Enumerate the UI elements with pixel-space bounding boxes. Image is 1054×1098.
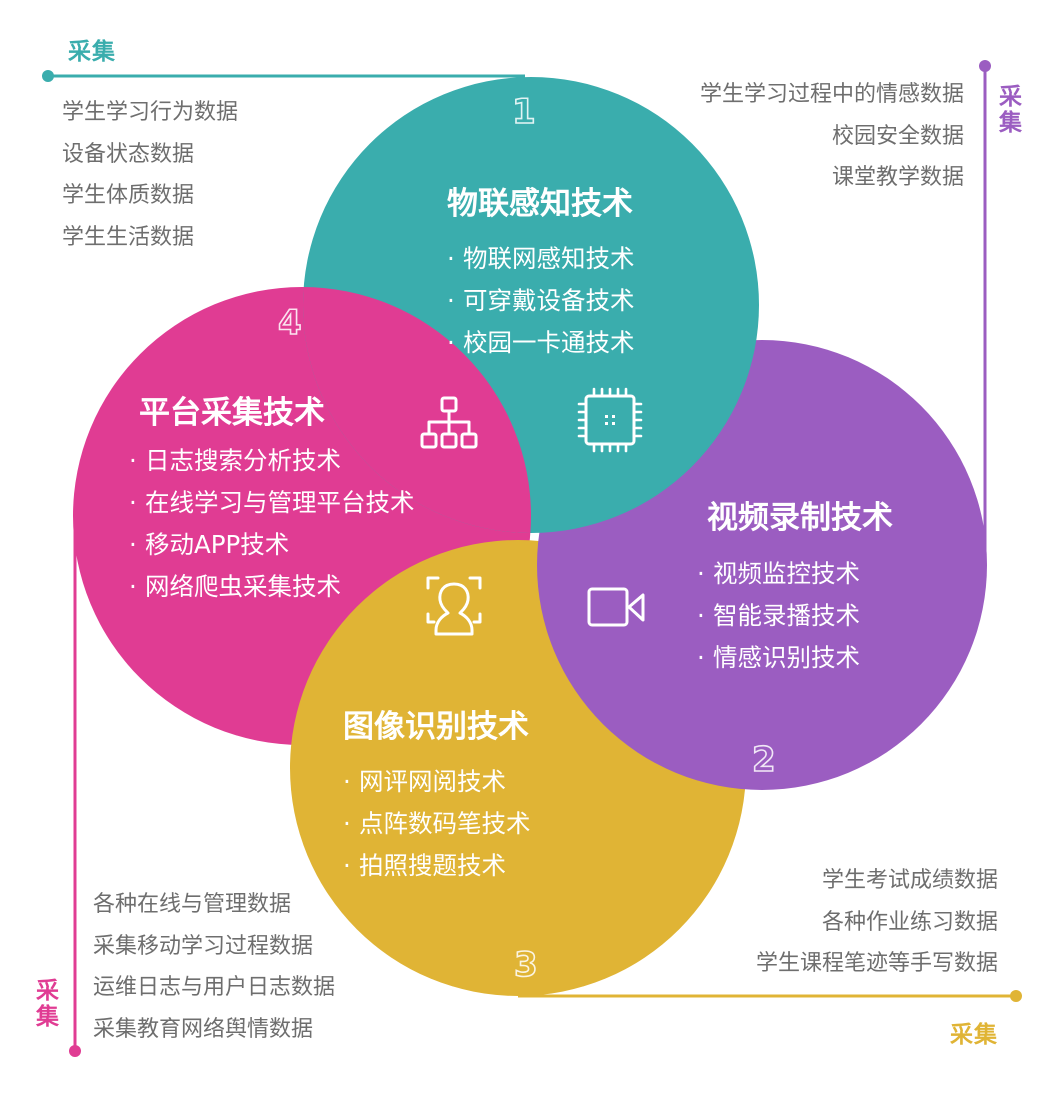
circle-item: ·网络爬虫采集技术	[129, 572, 341, 601]
data-list-bottom-right: 学生考试成绩数据 各种作业练习数据 学生课程笔迹等手写数据	[756, 860, 998, 985]
purple-connector-dot	[979, 60, 991, 72]
circle-item: ·日志搜索分析技术	[129, 446, 341, 475]
data-item: 学生学习行为数据	[62, 100, 239, 125]
data-item: 学生生活数据	[62, 224, 195, 250]
data-list-top-right: 学生学习过程中的情感数据 校园安全数据 课堂教学数据	[700, 74, 964, 199]
teal-connector-dot	[42, 70, 54, 82]
connector-lines	[42, 60, 1022, 1057]
yellow-connector-dot	[1010, 990, 1022, 1002]
chip-icon	[577, 387, 643, 453]
circle-item: ·智能录播技术	[697, 601, 860, 630]
circle-item: ·网评网阅技术	[343, 767, 506, 796]
data-item: 学生考试成绩数据	[821, 868, 998, 893]
data-item: 运维日志与用户日志数据	[93, 975, 336, 1000]
collect-label-bottom-right: 采集	[950, 1022, 998, 1048]
data-item: 课堂教学数据	[831, 165, 964, 190]
data-item: 各种作业练习数据	[821, 909, 998, 935]
circle-title-3: 图像识别技术	[343, 709, 529, 745]
face-scan-icon	[426, 576, 482, 636]
circle-items-2: ·视频监控技术 ·智能录播技术 ·情感识别技术	[697, 553, 860, 679]
data-item: 学生学习过程中的情感数据	[699, 82, 964, 107]
circle-title-2: 视频录制技术	[707, 500, 893, 536]
circle-item: ·可穿戴设备技术	[447, 286, 635, 315]
circle-number-4: 4	[277, 302, 302, 344]
org-chart-icon	[420, 396, 478, 449]
data-item: 校园安全数据	[831, 123, 964, 149]
circle-item: ·移动APP技术	[129, 530, 290, 559]
circle-title-1: 物联感知技术	[447, 186, 633, 222]
circle-items-3: ·网评网阅技术 ·点阵数码笔技术 ·拍照搜题技术	[343, 761, 531, 887]
circle-number-1: 1	[511, 91, 536, 133]
circle-items-4: ·日志搜索分析技术 ·在线学习与管理平台技术 ·移动APP技术 ·网络爬虫采集技…	[129, 440, 415, 608]
data-item: 采集移动学习过程数据	[93, 933, 314, 959]
collect-label-bottom-left: 采集	[36, 978, 60, 1030]
circle-item: ·视频监控技术	[697, 559, 860, 588]
circle-item: ·在线学习与管理平台技术	[129, 488, 415, 517]
data-item: 学生体质数据	[62, 183, 195, 208]
data-list-top-left: 学生学习行为数据 设备状态数据 学生体质数据 学生生活数据	[62, 92, 238, 258]
data-item: 各种在线与管理数据	[93, 892, 292, 917]
circle-item: ·物联网感知技术	[447, 244, 635, 273]
circle-item: ·校园一卡通技术	[447, 328, 635, 357]
data-item: 采集教育网络舆情数据	[93, 1016, 314, 1042]
circle-title-4: 平台采集技术	[139, 395, 325, 431]
circle-number-2: 2	[751, 739, 776, 781]
circle-item: ·点阵数码笔技术	[343, 809, 531, 838]
data-item: 设备状态数据	[62, 141, 195, 167]
circle-items-1: ·物联网感知技术 ·可穿戴设备技术 ·校园一卡通技术	[447, 238, 635, 364]
video-camera-icon	[587, 587, 645, 627]
collect-label-top-right: 采集	[999, 84, 1023, 136]
pink-connector-dot	[69, 1045, 81, 1057]
circle-number-3: 3	[513, 944, 538, 986]
collect-label-top-left: 采集	[68, 39, 116, 65]
circle-item: ·情感识别技术	[697, 643, 860, 672]
pink-circle-overlap	[303, 287, 531, 533]
data-item: 学生课程笔迹等手写数据	[755, 951, 998, 976]
data-list-bottom-left: 各种在线与管理数据 采集移动学习过程数据 运维日志与用户日志数据 采集教育网络舆…	[93, 884, 335, 1050]
circle-item: ·拍照搜题技术	[343, 851, 506, 880]
